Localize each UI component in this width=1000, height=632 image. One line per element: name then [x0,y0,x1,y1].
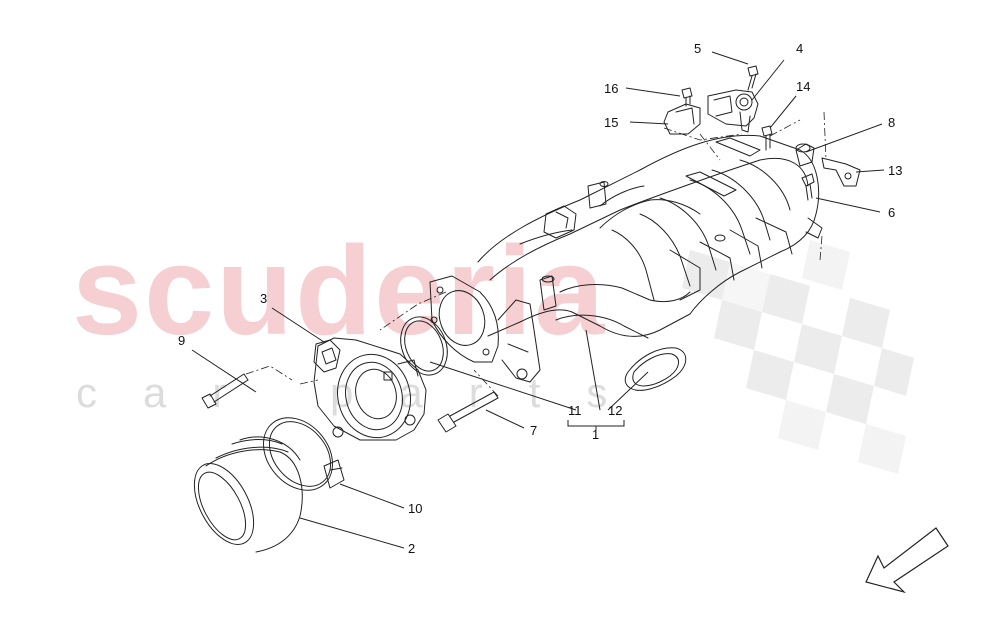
manifold-flange [429,275,541,383]
direction-arrow [865,527,949,594]
callout-13: 13 [888,163,903,178]
watermark-brand: scuderia [72,220,607,361]
bolt-9 [201,373,249,409]
hose-clamp [263,417,345,491]
callout-16: 16 [604,81,619,96]
bolt-14 [761,125,773,151]
gasket-12 [624,347,687,391]
bolt-7 [437,391,499,433]
callout-5: 5 [694,41,702,56]
callout-11: 11 [568,403,582,418]
screw-5 [747,65,759,91]
intake-manifold [477,134,823,339]
plug-8 [795,143,815,167]
callout-4: 4 [796,41,804,56]
gasket-11 [400,316,448,376]
screw-16 [681,87,693,107]
callout-10: 10 [408,501,423,516]
callout-1: 1 [592,427,600,442]
callout-15: 15 [604,115,619,130]
sensor-4 [707,89,759,133]
callout-8: 8 [888,115,896,130]
callout-6: 6 [888,205,896,220]
callout-2: 2 [408,541,416,556]
callout-7: 7 [530,423,538,438]
bolt-6 [801,173,815,201]
intake-hose [193,436,303,553]
throttle-body [313,337,427,441]
bracket-13 [821,157,861,187]
callout-14: 14 [796,79,811,94]
callout-12: 12 [608,403,623,418]
callout-9: 9 [178,333,186,348]
callout-3: 3 [260,291,268,306]
